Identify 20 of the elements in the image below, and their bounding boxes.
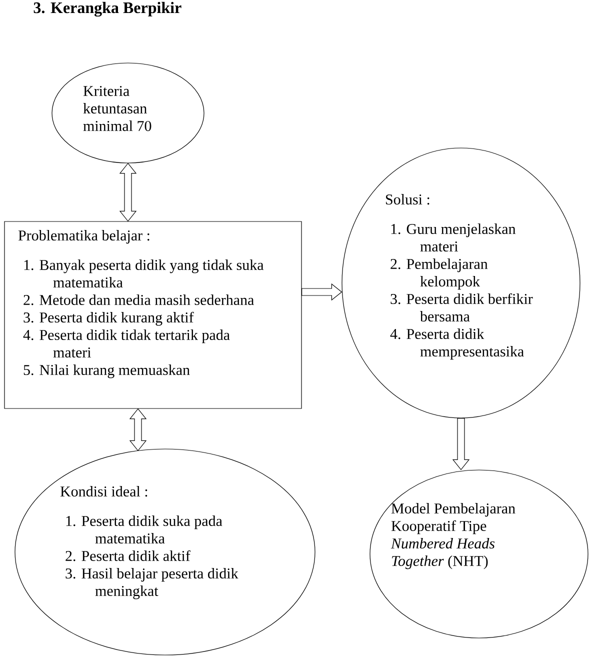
list-item: 5. Nilai kurang memuaskan — [24, 364, 190, 378]
list-item: 1. Banyak peserta didik yang tidak suka matematika — [24, 260, 264, 288]
list-item: 2. Peserta didik aktif — [66, 550, 190, 562]
node-text: Model Pembelajaran Kooperatif Tipe Numbered Heads Together (NHT) — [390, 503, 516, 570]
heading: 3. Kerangka Berpikir — [34, 2, 182, 17]
list-item: 3. Hasil belajar peserta didik meningkat — [66, 568, 238, 600]
block-arrow — [302, 283, 342, 301]
list-item: 4. Peserta didik mempresentasika — [390, 328, 524, 360]
list-item: 3. Peserta didik kurang aktif — [24, 312, 194, 326]
list-item: 2. Metode dan media masih sederhana — [24, 294, 254, 306]
list-item: 4. Peserta didik tidak tertarik pada materi — [23, 330, 230, 358]
node-heading: Solusi : — [386, 194, 430, 205]
node-heading: Kondisi ideal : — [60, 486, 148, 497]
block-arrow — [452, 418, 470, 470]
node-heading: Problematika belajar : — [18, 230, 150, 244]
list-item: 1. Guru menjelaskan materi — [391, 224, 516, 252]
list-item: 3. Peserta didik berfikir bersama — [390, 293, 533, 322]
list-item: 1. Peserta didik suka pada matematika — [66, 516, 222, 544]
node-text: Kriteria ketuntasan minimal 70 — [83, 86, 152, 132]
list-item: 2. Pembelajaran kelompok — [390, 258, 488, 290]
